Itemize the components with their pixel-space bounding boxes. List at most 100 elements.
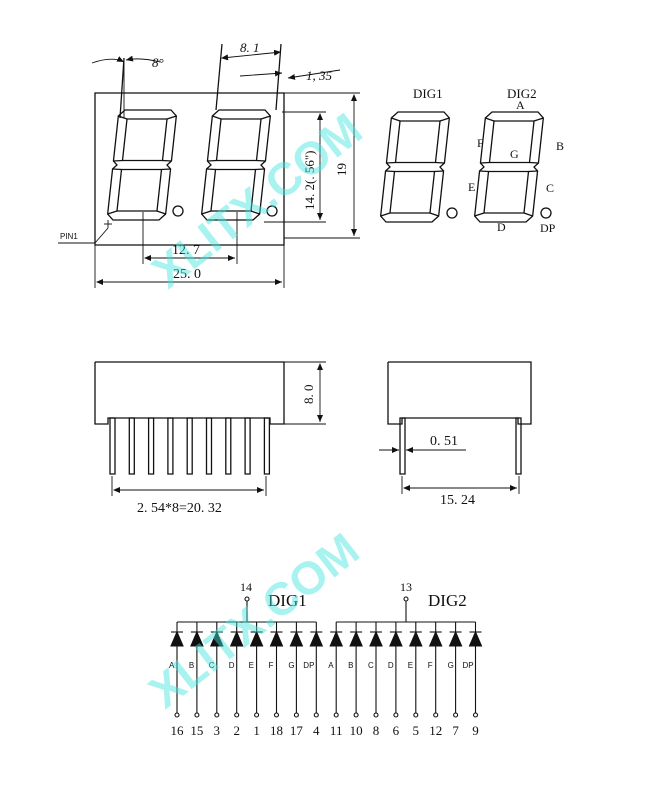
- segment-divider: [256, 169, 265, 170]
- dig1-label: DIG1: [413, 86, 443, 101]
- watermark-text-1: XLITX.COM: [142, 103, 371, 298]
- pin1-label: PIN1: [60, 232, 78, 241]
- pin-number-label: 6: [393, 723, 400, 738]
- seg-g-label: G: [510, 147, 519, 161]
- side-pin: [187, 418, 192, 474]
- digit-left: [108, 110, 177, 220]
- digit-seg-1: [381, 112, 450, 222]
- pin-number-label: 17: [290, 723, 304, 738]
- pin-dot: [474, 713, 478, 717]
- pin-dot: [334, 713, 338, 717]
- digit-hole-lower: [117, 170, 162, 212]
- segment-name-label: DP: [463, 661, 474, 670]
- seg-f-label: F: [477, 136, 484, 150]
- segment-divider: [167, 116, 176, 119]
- angle-label: 8°: [152, 55, 164, 70]
- segment-divider: [529, 163, 538, 164]
- schematic: [171, 597, 482, 717]
- led-diode: [410, 632, 422, 646]
- dig2-label: DIG2: [507, 86, 537, 101]
- led-diode: [350, 632, 362, 646]
- segment-name-label: F: [269, 661, 274, 670]
- dig1-common-label: DIG1: [268, 591, 307, 610]
- segment-name-label: B: [348, 661, 353, 670]
- dig1-common-pin-dot: [245, 597, 249, 601]
- segment-divider: [485, 118, 494, 121]
- side-view-left: [95, 362, 326, 496]
- segment-divider: [435, 171, 444, 172]
- segment-divider: [256, 161, 265, 162]
- segment-divider: [529, 171, 538, 172]
- pin-number-label: 4: [313, 723, 320, 738]
- segment-name-label: A: [328, 661, 334, 670]
- pin-dot: [175, 713, 179, 717]
- pitch-label: 2. 54*8=20. 32: [137, 501, 222, 516]
- pin-number-label: 18: [270, 723, 283, 738]
- segment-name-label: B: [189, 661, 194, 670]
- led-diode: [290, 632, 302, 646]
- digit-right: [202, 110, 271, 220]
- digit-hole-upper: [216, 119, 261, 161]
- digit-seg-2: [475, 112, 544, 222]
- segment-name-label: G: [288, 661, 294, 670]
- side-pin: [168, 418, 173, 474]
- dim-0-51-label: 0. 51: [430, 434, 458, 449]
- dig2-common-label: DIG2: [428, 591, 467, 610]
- digit-hole-upper: [395, 121, 440, 163]
- side-pin: [226, 418, 231, 474]
- segment-divider: [524, 213, 533, 216]
- pin-dot: [195, 713, 199, 717]
- front-body-outline: [95, 93, 284, 245]
- side-view-left-labels: 8. 0 2. 54*8=20. 32: [137, 385, 316, 517]
- dp-dot-seg-2: [541, 208, 551, 218]
- dim-19-label: 19: [334, 163, 349, 176]
- side-pin: [129, 418, 134, 474]
- side-body-left: [95, 362, 284, 424]
- digit-outline: [108, 110, 177, 220]
- segment-divider: [435, 163, 444, 164]
- side-pin: [264, 418, 269, 474]
- segment-divider: [475, 213, 484, 216]
- dp-dot-seg-1: [447, 208, 457, 218]
- pin-number-label: 15: [190, 723, 203, 738]
- segment-name-label: C: [368, 661, 374, 670]
- segment-divider: [430, 213, 439, 216]
- pin-number-label: 10: [350, 723, 363, 738]
- seg-e-label: E: [468, 180, 475, 194]
- pin-dot: [294, 713, 298, 717]
- led-diode: [330, 632, 342, 646]
- led-diode: [390, 632, 402, 646]
- side-pin: [207, 418, 212, 474]
- dig1-common-pin: 14: [240, 580, 252, 594]
- seg-d-label: D: [497, 220, 506, 234]
- segment-divider: [113, 169, 122, 170]
- segment-divider: [207, 169, 216, 170]
- segment-name-label: A: [169, 661, 175, 670]
- dim-25-0-label: 25. 0: [173, 267, 201, 282]
- pin-dot: [374, 713, 378, 717]
- side-view-right: [379, 362, 531, 494]
- segment-divider: [480, 171, 489, 172]
- pin-number-label: 11: [330, 723, 343, 738]
- dp-dot-right: [267, 206, 277, 216]
- pin-number-label: 1: [253, 723, 260, 738]
- pin-dot: [215, 713, 219, 717]
- pin-dot: [394, 713, 398, 717]
- dig2-common-pin: 13: [400, 580, 412, 594]
- schematic-labels: DIG1 DIG2 14 13 A16B15C3D2E1F18G17DP4A11…: [169, 580, 479, 738]
- digit-outline: [202, 110, 271, 220]
- segment-divider: [162, 161, 171, 162]
- pin-dot: [255, 713, 259, 717]
- pin-dot: [314, 713, 318, 717]
- pin-dot: [414, 713, 418, 717]
- dim-15-24-label: 15. 24: [440, 493, 475, 508]
- seg-a-label: A: [516, 98, 525, 112]
- pin-number-label: 5: [413, 723, 420, 738]
- segment-labels: DIG1 DIG2 A B C D E F G DP: [413, 86, 564, 235]
- segment-divider: [113, 161, 122, 162]
- segment-name-label: D: [388, 661, 394, 670]
- segment-divider: [261, 116, 270, 119]
- front-view: [58, 44, 360, 288]
- seg-dp-label: DP: [540, 221, 556, 235]
- side-pins: [110, 418, 269, 474]
